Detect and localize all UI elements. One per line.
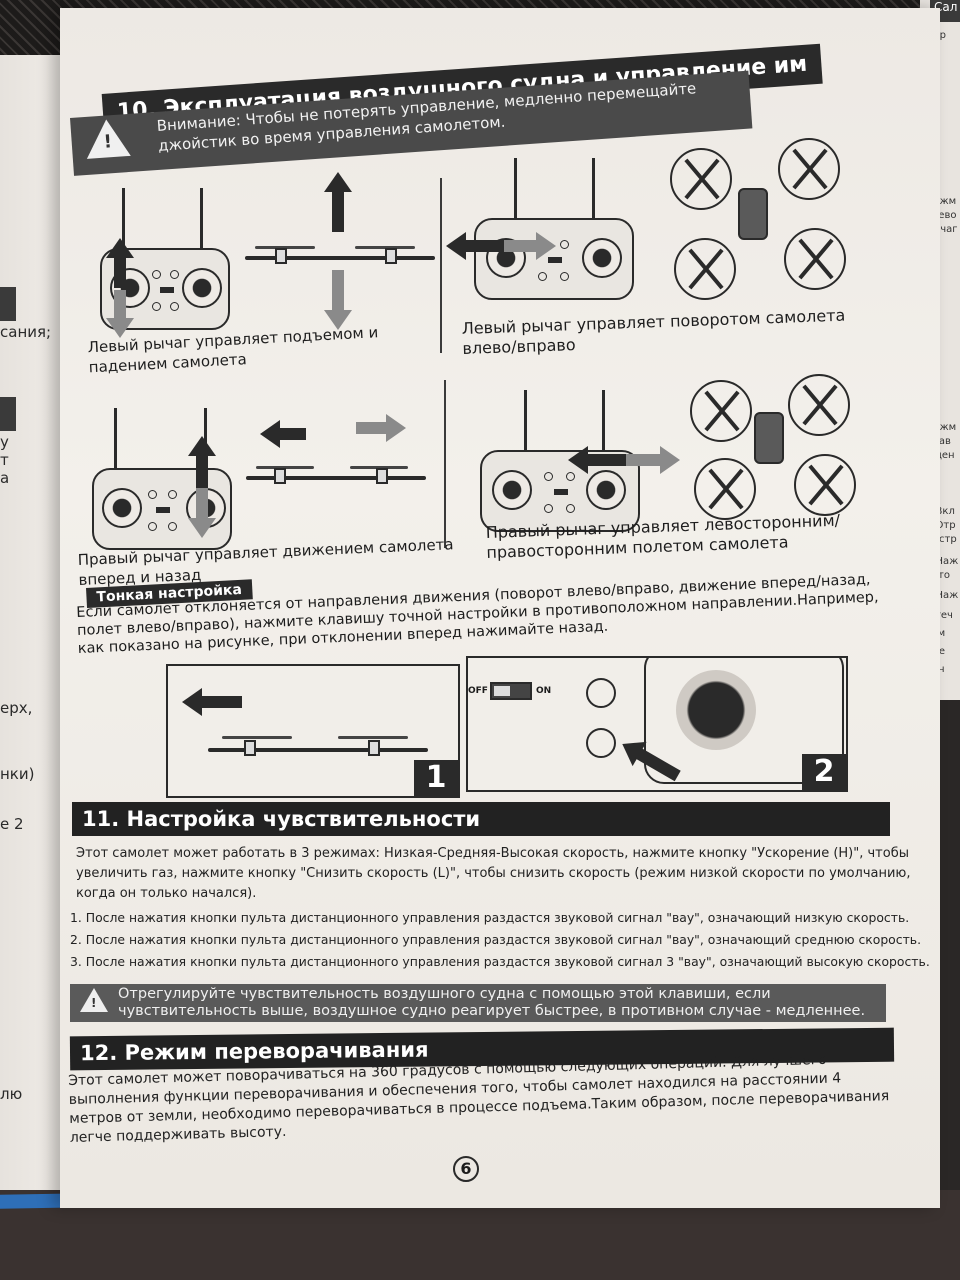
right-fragment: Нажм xyxy=(926,196,957,207)
trim-down-button xyxy=(586,728,616,758)
figure-1: 1 xyxy=(166,664,460,798)
warning-icon: ! xyxy=(80,988,108,1012)
right-stick xyxy=(582,238,622,278)
section11-item-3: 3. После нажатия кнопки пульта дистанцио… xyxy=(70,954,930,969)
left-page-block xyxy=(0,397,16,431)
right-fragment: 3.Наж xyxy=(926,556,959,567)
right-fragment: в цен xyxy=(926,450,955,461)
figure-2: OFF ON 2 xyxy=(466,656,848,792)
right-fragment: Нажм xyxy=(926,422,957,433)
switch-off-label: OFF xyxy=(468,686,488,696)
divider xyxy=(444,380,446,548)
right-fragment: 2.Отр xyxy=(926,520,956,531)
joystick-icon xyxy=(676,670,756,750)
left-fragment: е 2 xyxy=(0,815,24,833)
arrow-up-down-icon xyxy=(188,436,216,540)
right-fragment: инстр xyxy=(926,534,957,545)
drone-side-view xyxy=(208,722,428,772)
figure-number: 1 xyxy=(414,760,458,796)
section11-warning: ! Отрегулируйте чувствительность воздушн… xyxy=(70,984,886,1022)
left-fragment: т xyxy=(0,451,9,469)
arrow-down-icon xyxy=(324,270,352,330)
right-stick xyxy=(182,268,222,308)
arrow-up-down-icon xyxy=(106,238,134,338)
section11-intro: Этот самолет может работать в 3 режимах:… xyxy=(76,846,911,901)
caption-turn: Левый рычаг управляет поворотом самолета… xyxy=(461,305,846,358)
manual-page: 10. Эксплуатация воздушного судна и упра… xyxy=(60,8,940,1208)
section11-title: 11. Настройка чувствительности xyxy=(72,802,890,836)
drone-top-view-turn xyxy=(660,128,850,300)
switch-on-label: ON xyxy=(536,686,552,696)
arrow-left-icon xyxy=(260,420,306,448)
arrow-left-right-icon xyxy=(568,446,680,474)
left-page-block xyxy=(0,287,16,321)
left-fragment: сания; xyxy=(0,323,52,341)
arrow-up-icon xyxy=(324,172,352,232)
figure-number: 2 xyxy=(802,754,846,790)
power-switch xyxy=(490,682,532,700)
left-fragment: лю xyxy=(0,1085,23,1103)
left-fragment: нки) xyxy=(0,765,35,783)
arrow-left-icon xyxy=(182,688,242,716)
arrow-right-icon xyxy=(356,414,406,442)
right-stick xyxy=(586,470,626,510)
warning-icon: ! xyxy=(84,117,131,159)
section11-item-1: 1. После нажатия кнопки пульта дистанцио… xyxy=(70,910,910,925)
trim-up-button xyxy=(586,678,616,708)
arrow-left-right-icon xyxy=(446,232,556,260)
stick-housing xyxy=(644,658,844,784)
section11-warning-text: Отрегулируйте чувствительность воздушног… xyxy=(118,986,866,1019)
page-number: 6 xyxy=(453,1156,479,1182)
left-fragment: а xyxy=(0,469,10,487)
left-fragment: ерх, xyxy=(0,699,33,717)
right-fragment: 4.Наж xyxy=(926,590,959,601)
right-fragment: 1.Вкл xyxy=(926,506,955,517)
right-fragment: рычаг xyxy=(926,224,958,235)
right-fragment: влево xyxy=(926,210,957,221)
divider xyxy=(440,178,442,353)
left-stick xyxy=(102,488,142,528)
drone-side-view xyxy=(246,456,426,496)
left-fragment: у xyxy=(0,433,9,451)
drone-side-view xyxy=(245,236,435,276)
drone-top-view-side xyxy=(684,368,856,528)
section11-item-2: 2. После нажатия кнопки пульта дистанцио… xyxy=(70,932,922,947)
left-stick xyxy=(492,470,532,510)
